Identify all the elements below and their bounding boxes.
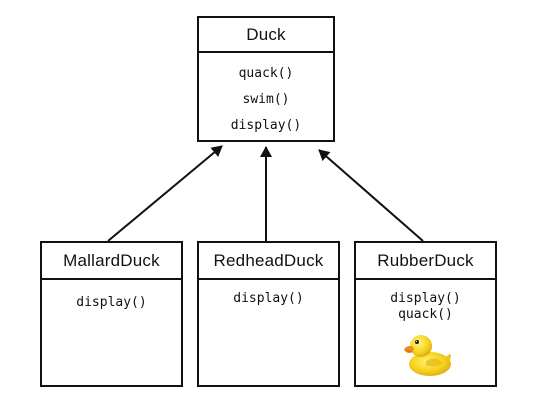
class-name-duck: Duck	[199, 18, 333, 53]
method-quack: quack()	[238, 66, 294, 81]
class-name-mallard-duck: MallardDuck	[42, 243, 181, 280]
method-list-rubber-duck: display() quack()	[356, 280, 495, 323]
class-name-redhead-duck: RedheadDuck	[199, 243, 338, 280]
arrow-mallard-to-duck	[107, 145, 223, 242]
class-box-mallard-duck: MallardDuck display()	[40, 241, 183, 387]
class-box-rubber-duck: RubberDuck display() quack()	[354, 241, 497, 387]
method-swim: swim()	[242, 92, 290, 107]
class-name-rubber-duck: RubberDuck	[356, 243, 495, 280]
method-display: display()	[76, 295, 147, 310]
class-box-redhead-duck: RedheadDuck display()	[197, 241, 340, 387]
method-display: display()	[230, 118, 302, 133]
method-quack: quack()	[398, 307, 453, 322]
method-display: display()	[233, 291, 304, 306]
method-list-duck: quack() swim() display()	[199, 53, 333, 139]
method-display: display()	[390, 291, 461, 306]
rubber-duck-icon	[404, 335, 451, 376]
method-list-mallard-duck: display()	[42, 280, 181, 311]
arrow-rubber-to-duck	[318, 149, 424, 242]
method-list-redhead-duck: display()	[199, 280, 338, 307]
class-box-duck: Duck quack() swim() display()	[197, 16, 335, 142]
